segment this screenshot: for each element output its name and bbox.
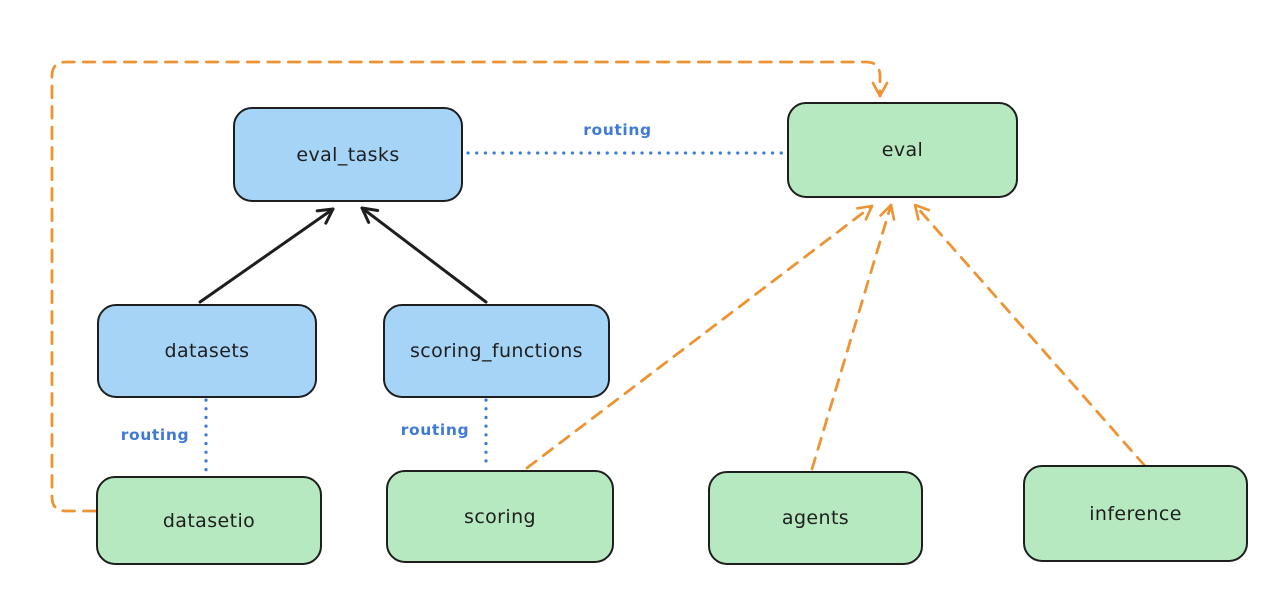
edge-agents-to-eval: [810, 203, 896, 471]
edge-datasets-to-eval-tasks: [198, 207, 335, 304]
node-datasetio-label: datasetio: [162, 509, 256, 532]
node-eval-label: eval: [881, 139, 924, 161]
node-scoring-functions-label: scoring_functions: [410, 340, 583, 362]
node-scoring-label: scoring: [464, 505, 536, 528]
node-eval-tasks: eval_tasks: [233, 107, 463, 202]
node-scoring: scoring: [386, 470, 614, 563]
edge-datasetio-to-eval: [50, 60, 889, 513]
routing-label-scoring-functions-scoring: routing: [400, 421, 470, 439]
node-inference: inference: [1023, 465, 1248, 562]
routing-label-eval-tasks-eval: routing: [583, 121, 652, 139]
node-datasets-label: datasets: [164, 340, 250, 362]
node-scoring-functions: scoring_functions: [383, 304, 610, 398]
node-eval-tasks-label: eval_tasks: [296, 143, 400, 166]
node-inference-label: inference: [1089, 502, 1182, 525]
node-agents: agents: [708, 471, 923, 565]
node-datasets: datasets: [97, 304, 317, 398]
edge-scoring-to-eval: [525, 204, 874, 470]
node-eval: eval: [787, 102, 1018, 198]
routing-label-datasets-datasetio: routing: [120, 426, 190, 444]
node-agents-label: agents: [781, 507, 850, 529]
edge-inference-to-eval: [913, 203, 1147, 468]
edge-scoring-functions-to-eval-tasks: [360, 206, 488, 304]
node-datasetio: datasetio: [96, 476, 322, 565]
